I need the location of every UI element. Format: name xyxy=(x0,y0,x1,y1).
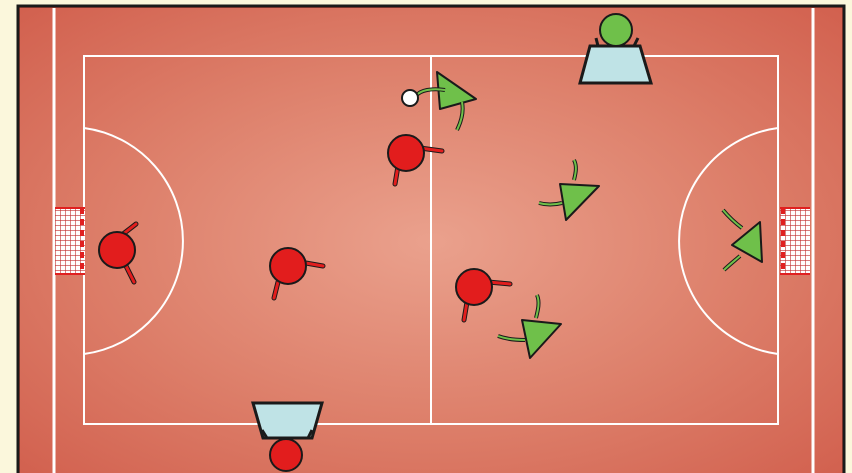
left-goal xyxy=(55,208,85,274)
right-goal xyxy=(780,208,810,274)
top-target-board xyxy=(580,46,651,83)
ball xyxy=(402,90,418,106)
